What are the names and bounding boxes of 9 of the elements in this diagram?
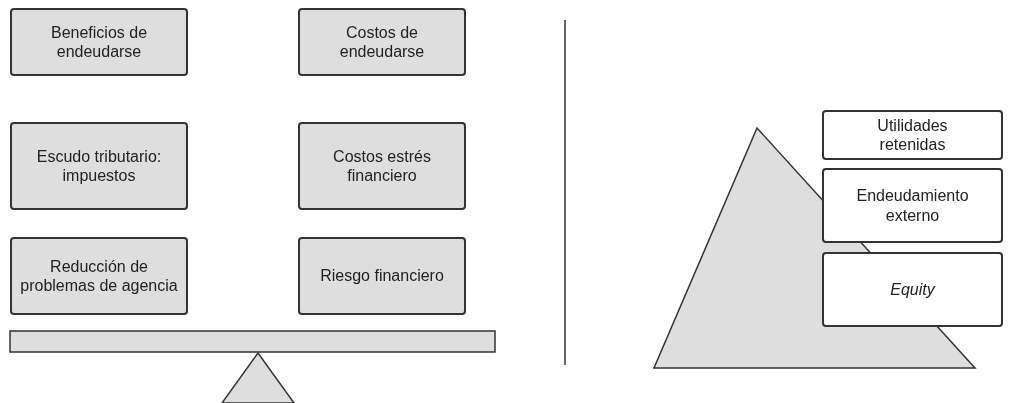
text-box: Equity bbox=[822, 252, 1003, 327]
text-box: Costos estrés financiero bbox=[298, 122, 466, 210]
text-box: Beneficios de endeudarse bbox=[10, 8, 188, 76]
text-box: Reducción de problemas de agencia bbox=[10, 237, 188, 315]
text-box: Costos de endeudarse bbox=[298, 8, 466, 76]
text-box: Riesgo financiero bbox=[298, 237, 466, 315]
text-box: Utilidades retenidas bbox=[822, 110, 1003, 160]
text-box: Endeudamiento externo bbox=[822, 168, 1003, 243]
text-box: Escudo tributario: impuestos bbox=[10, 122, 188, 210]
